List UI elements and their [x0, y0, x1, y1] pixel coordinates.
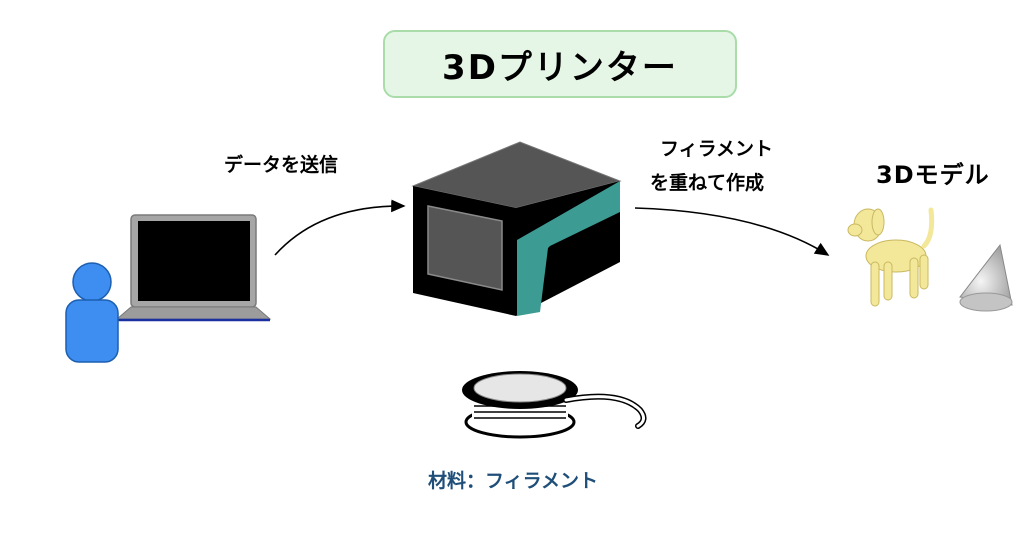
- filament-layering-label: フィラメント を重ねて作成: [650, 132, 774, 200]
- filament-label-line1: フィラメント: [660, 138, 774, 160]
- cone-model-icon: [959, 243, 1013, 312]
- material-label: 材料：フィラメント: [428, 470, 599, 492]
- laptop-icon: [115, 214, 272, 322]
- send-data-label: データを送信: [224, 154, 339, 176]
- output-arrow: [634, 207, 830, 256]
- person-icon: [65, 262, 119, 363]
- model-label: 3Dモデル: [876, 161, 990, 189]
- page-title: 3Dプリンター: [442, 47, 678, 88]
- filament-spool-icon: [462, 371, 647, 439]
- dog-model-icon: [847, 207, 935, 307]
- printer-icon: [411, 141, 622, 316]
- title-box: 3Dプリンター: [383, 30, 737, 98]
- send-arrow: [274, 199, 406, 256]
- filament-label-line2: を重ねて作成: [650, 172, 765, 194]
